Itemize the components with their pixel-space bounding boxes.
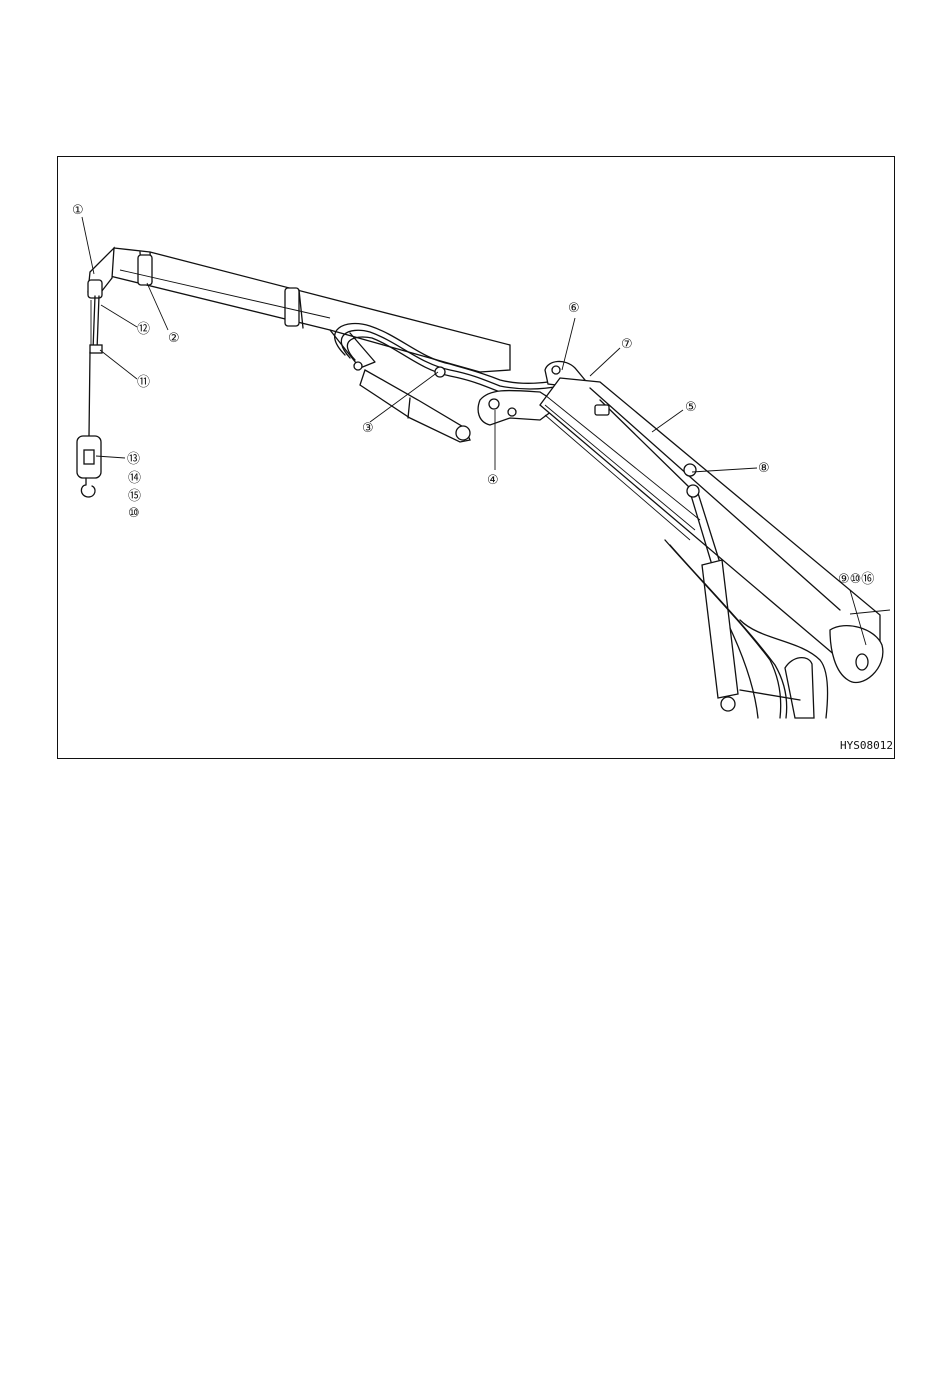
callout-10: ⑩ — [128, 506, 140, 521]
callout-15: ⑮ — [128, 489, 141, 504]
callout-4: ④ — [487, 473, 499, 488]
figure-code: HYS08012 — [840, 739, 893, 752]
lower-link — [360, 370, 470, 442]
callout-7: ⑦ — [621, 337, 633, 352]
callout-8: ⑧ — [758, 461, 770, 476]
boom-tip — [88, 248, 114, 298]
callout-5: ⑤ — [685, 400, 697, 415]
callout-11: ⑪ — [137, 375, 150, 390]
hook-assembly — [77, 296, 102, 497]
callout-9-10-16: ⑨⑩⑯ — [838, 572, 874, 587]
callout-3: ③ — [362, 421, 374, 436]
callout-6: ⑥ — [568, 301, 580, 316]
callout-12: ⑫ — [137, 322, 150, 337]
callout-14: ⑭ — [128, 471, 141, 486]
callout-13: ⑬ — [127, 452, 140, 467]
main-boom — [110, 248, 510, 372]
callout-2: ② — [168, 331, 180, 346]
callout-1: ① — [72, 203, 84, 218]
